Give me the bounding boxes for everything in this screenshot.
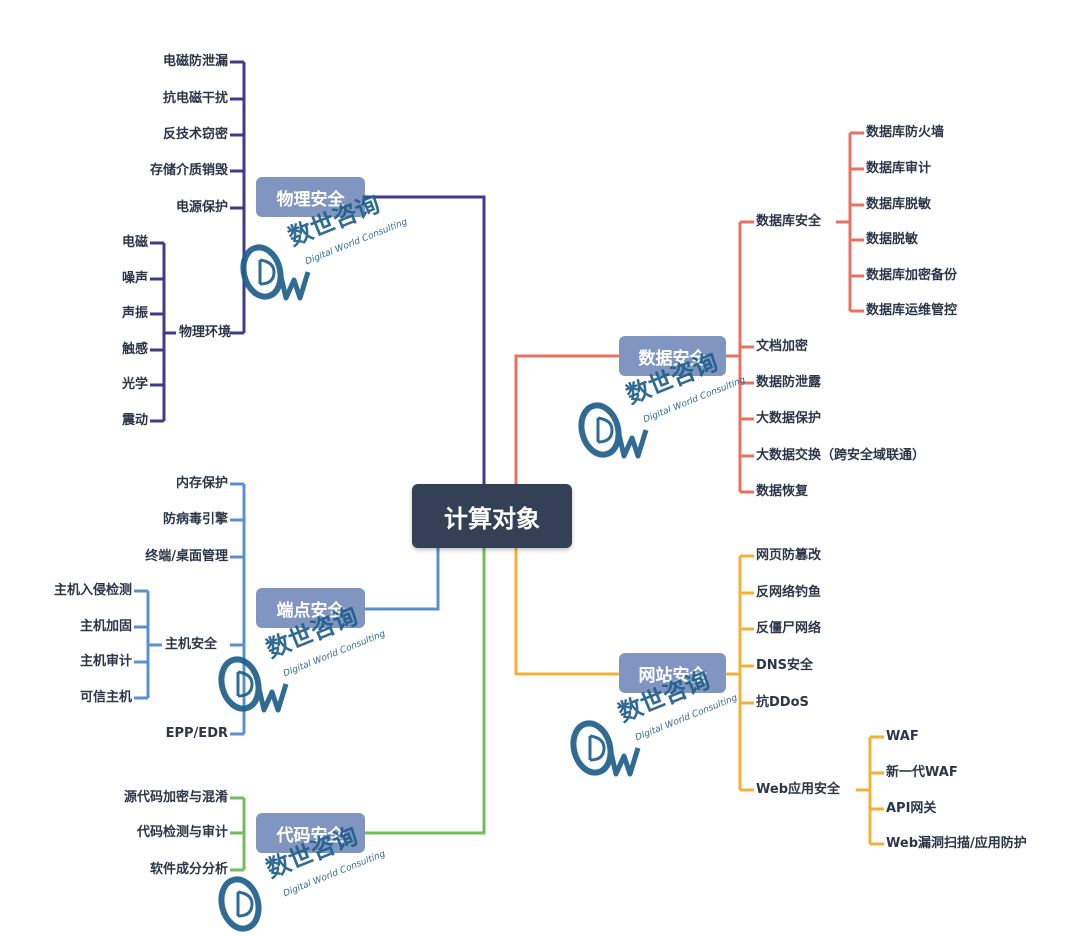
dw-logo-icon: [218, 656, 289, 713]
web-item[interactable]: 网页防篡改: [756, 548, 822, 563]
physical-item[interactable]: 反技术窃密: [162, 127, 228, 142]
branch-web[interactable]: 网站安全: [619, 653, 726, 693]
endpoint-item[interactable]: 主机安全: [165, 637, 218, 652]
code-item[interactable]: 软件成分分析: [149, 862, 228, 877]
branch-code[interactable]: 代码安全: [256, 813, 365, 853]
center-node[interactable]: 计算对象: [412, 484, 572, 548]
physical-env-item[interactable]: 光学: [121, 377, 148, 392]
webapp-item[interactable]: Web漏洞扫描/应用防护: [886, 836, 1027, 851]
database-item[interactable]: 数据库防火墙: [866, 125, 945, 140]
code-item[interactable]: 代码检测与审计: [136, 825, 228, 840]
physical-item[interactable]: 抗电磁干扰: [162, 91, 228, 106]
host-item[interactable]: 主机加固: [79, 619, 132, 634]
physical-env-item[interactable]: 噪声: [121, 271, 148, 286]
host-item[interactable]: 可信主机: [79, 690, 132, 705]
physical-env-item[interactable]: 声振: [121, 306, 148, 321]
data-item[interactable]: 数据恢复: [756, 484, 809, 499]
host-item[interactable]: 主机入侵检测: [53, 583, 132, 598]
host-item[interactable]: 主机审计: [79, 654, 132, 669]
branch-data[interactable]: 数据安全: [619, 336, 726, 376]
code-item[interactable]: 源代码加密与混淆: [123, 790, 228, 805]
database-item[interactable]: 数据脱敏: [866, 232, 919, 247]
database-item[interactable]: 数据库审计: [866, 161, 932, 176]
dw-logo-icon: [218, 876, 262, 932]
web-item[interactable]: DNS安全: [756, 658, 814, 673]
physical-env-item[interactable]: 电磁: [121, 235, 148, 250]
physical-item[interactable]: 存储介质销毁: [149, 163, 228, 178]
data-item[interactable]: 数据防泄露: [756, 375, 822, 390]
webapp-item[interactable]: WAF: [886, 729, 919, 744]
web-item[interactable]: 反网络钓鱼: [756, 585, 822, 600]
code-connectors: [230, 548, 486, 872]
dw-logo-icon: [240, 244, 311, 301]
endpoint-item[interactable]: 防病毒引擎: [162, 512, 228, 527]
web-item[interactable]: 抗DDoS: [756, 695, 809, 710]
data-item[interactable]: 大数据交换（跨安全域联通）: [756, 448, 926, 463]
physical-item[interactable]: 电磁防泄漏: [162, 54, 228, 69]
watermark: 数世咨询 Digital World Consulting: [218, 602, 388, 716]
data-item[interactable]: 大数据保护: [756, 411, 822, 426]
watermark: 数世咨询 Digital World Consulting: [218, 822, 388, 933]
database-item[interactable]: 数据库加密备份: [866, 268, 958, 283]
physical-env-item[interactable]: 触感: [121, 342, 148, 357]
watermark: 数世咨询 Digital World Consulting: [578, 348, 748, 462]
physical-item[interactable]: 物理环境: [179, 325, 232, 340]
dw-logo-icon: [570, 720, 641, 777]
branch-endpoint[interactable]: 端点安全: [256, 588, 365, 628]
webapp-item[interactable]: 新一代WAF: [886, 765, 958, 780]
database-item[interactable]: 数据库运维管控: [866, 303, 958, 318]
physical-env-item[interactable]: 震动: [121, 413, 148, 428]
web-connectors: [514, 548, 884, 846]
physical-item[interactable]: 电源保护: [175, 200, 228, 215]
endpoint-connectors: [134, 482, 440, 736]
webapp-item[interactable]: API网关: [886, 801, 937, 816]
web-item[interactable]: 反僵尸网络: [756, 621, 822, 636]
physical-connectors: [150, 60, 486, 490]
web-item[interactable]: Web应用安全: [756, 782, 840, 797]
database-item[interactable]: 数据库脱敏: [866, 197, 932, 212]
branch-physical[interactable]: 物理安全: [256, 177, 365, 217]
watermark: 数世咨询 Digital World Consulting: [570, 666, 740, 780]
data-item[interactable]: 文档加密: [756, 339, 809, 354]
dw-logo-icon: [578, 402, 649, 459]
endpoint-item[interactable]: EPP/EDR: [165, 726, 228, 741]
endpoint-item[interactable]: 终端/桌面管理: [145, 549, 228, 564]
watermark: 数世咨询 Digital World Consulting: [240, 190, 410, 304]
data-connectors: [514, 131, 864, 494]
data-item[interactable]: 数据库安全: [756, 214, 822, 229]
endpoint-item[interactable]: 内存保护: [175, 476, 228, 491]
